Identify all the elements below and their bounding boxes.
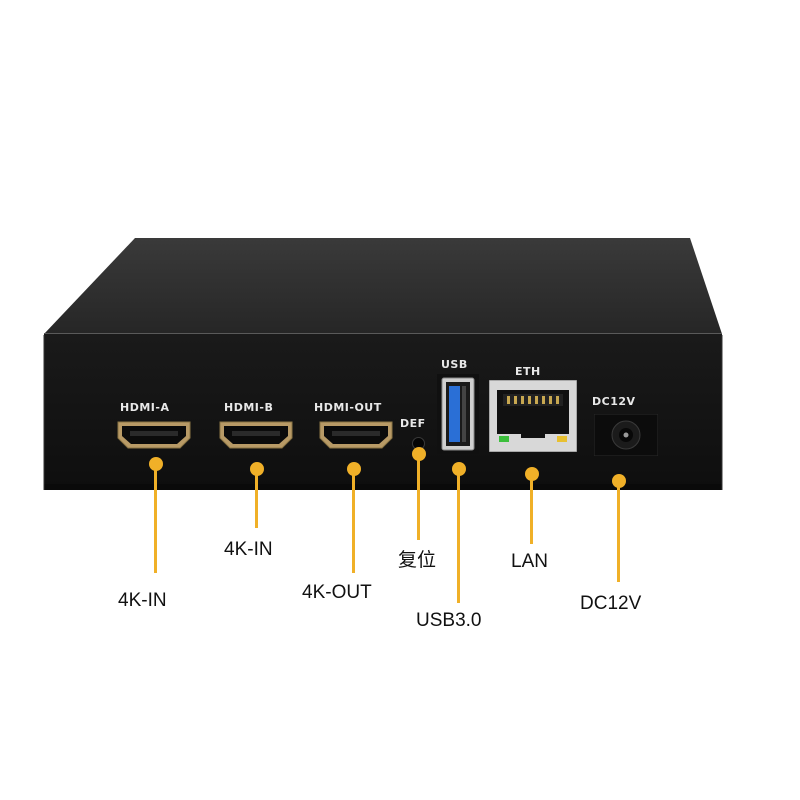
hdmi-b-port: [219, 421, 293, 449]
callout-marker-usb: [452, 462, 466, 476]
callout-marker-lan: [525, 467, 539, 481]
usb-port-label: USB: [441, 358, 468, 371]
callout-line-hdmi-b: [255, 475, 258, 528]
hdmi-b-port-label: HDMI-B: [224, 401, 274, 414]
callout-label-reset: 复位: [398, 550, 437, 571]
hdmi-a-port: [117, 421, 191, 449]
callout-label-hdmi-a: 4K-IN: [118, 590, 167, 611]
usb3-port: [437, 374, 479, 454]
hdmi-out-port: [319, 421, 393, 449]
callout-marker-hdmi-a: [149, 457, 163, 471]
hdmi-out-port-label: HDMI-OUT: [314, 401, 382, 414]
eth-port-label: ETH: [515, 365, 541, 378]
callout-line-hdmi-out: [352, 475, 355, 573]
callout-line-dc: [617, 487, 620, 582]
def-button-label: DEF: [400, 417, 426, 430]
callout-line-usb: [457, 475, 460, 603]
callout-line-lan: [530, 480, 533, 544]
dc-power-jack: [594, 414, 658, 456]
callout-label-hdmi-b: 4K-IN: [224, 539, 273, 560]
dc-port-label: DC12V: [592, 395, 636, 408]
callout-marker-reset: [412, 447, 426, 461]
callout-line-hdmi-a: [154, 470, 157, 573]
callout-label-dc: DC12V: [580, 593, 642, 614]
callout-marker-dc: [612, 474, 626, 488]
callout-label-usb: USB3.0: [416, 610, 482, 631]
ethernet-port: [489, 380, 577, 452]
callout-label-lan: LAN: [511, 551, 548, 572]
callout-line-reset: [417, 460, 420, 540]
callout-marker-hdmi-out: [347, 462, 361, 476]
chassis-top: [44, 238, 722, 334]
callout-label-hdmi-out: 4K-OUT: [302, 582, 372, 603]
hdmi-a-port-label: HDMI-A: [120, 401, 170, 414]
callout-marker-hdmi-b: [250, 462, 264, 476]
